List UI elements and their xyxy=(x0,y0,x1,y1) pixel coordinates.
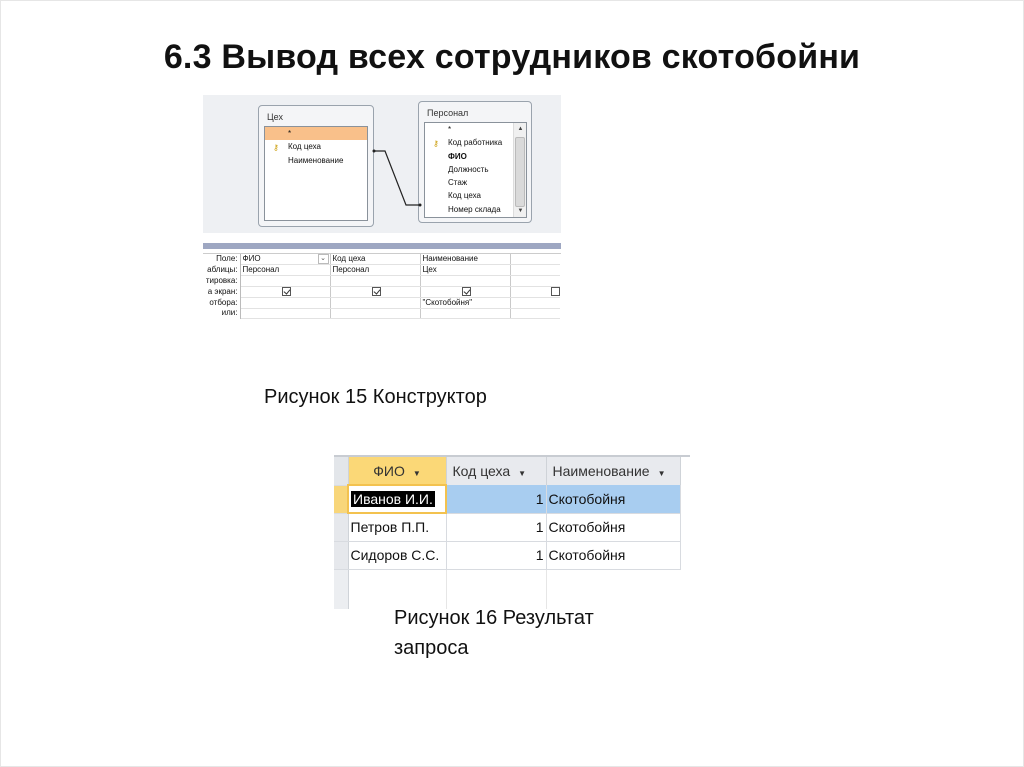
grid-cell-criteria[interactable] xyxy=(330,297,421,309)
table-row[interactable]: Сидоров С.С. 1 Скотобойня xyxy=(334,541,681,570)
grid-cell-criteria[interactable] xyxy=(240,297,331,309)
select-all-corner[interactable] xyxy=(334,457,349,486)
cell-fio[interactable]: Иванов И.И. xyxy=(347,484,447,514)
table-box-tsekh[interactable]: Цех * ⚷Код цеха Наименование xyxy=(258,105,374,227)
scroll-down-icon[interactable]: ▼ xyxy=(517,208,524,214)
grid-cell-criteria[interactable]: "Скотобойня" xyxy=(420,297,511,309)
cell-naim[interactable]: Скотобойня xyxy=(546,513,681,542)
chevron-down-icon[interactable]: ⌄ xyxy=(317,254,329,264)
grid-cell-table[interactable]: Персонал xyxy=(330,264,421,276)
new-record-row[interactable] xyxy=(334,569,680,609)
table-title: Персонал xyxy=(427,108,469,118)
chevron-down-icon[interactable]: ▼ xyxy=(657,469,666,478)
query-result-datasheet: ФИО▼ Код цеха▼ Наименование▼ Иванов И.И.… xyxy=(334,455,690,609)
row-selector[interactable] xyxy=(334,513,349,542)
table-box-personal[interactable]: Персонал * ⚷Код работника ФИО Должность … xyxy=(418,101,532,223)
field-item[interactable]: Стаж xyxy=(448,178,468,188)
relationship-line[interactable] xyxy=(203,95,561,233)
grid-cell-show xyxy=(420,286,511,298)
table-row[interactable]: Петров П.П. 1 Скотобойня xyxy=(334,513,681,542)
row-selector[interactable] xyxy=(334,569,349,609)
field-list-scrollbar[interactable]: ▲ ▼ xyxy=(513,123,526,217)
scroll-thumb[interactable] xyxy=(515,137,525,207)
caption-line: Рисунок 16 Результат xyxy=(394,607,594,629)
column-header-fio[interactable]: ФИО▼ xyxy=(348,457,447,485)
row-selector[interactable] xyxy=(334,541,349,570)
grid-cell-or[interactable] xyxy=(330,308,421,319)
table-diagram-area: Цех * ⚷Код цеха Наименование Персонал * … xyxy=(203,95,561,233)
grid-cell-field[interactable] xyxy=(510,254,560,265)
row-selector[interactable] xyxy=(334,485,349,514)
key-icon: ⚷ xyxy=(433,139,439,149)
row-label-table: аблицы: xyxy=(203,264,241,276)
grid-cell-sort[interactable] xyxy=(510,275,560,287)
row-label-criteria: отбора: xyxy=(203,297,241,308)
grid-cell-show xyxy=(240,286,331,298)
field-item[interactable]: Должность xyxy=(448,164,489,174)
caption-line: запроса xyxy=(394,637,469,659)
slide-title: 6.3 Вывод всех сотрудников скотобойни xyxy=(163,38,861,76)
row-label-sort: тировка: xyxy=(203,275,241,286)
query-grid: Поле: ФИО⌄ Код цеха Наименование аблицы:… xyxy=(203,253,561,319)
cell-kod[interactable]: 1 xyxy=(446,513,547,542)
grid-cell-sort[interactable] xyxy=(420,275,511,287)
cell-fio[interactable]: Петров П.П. xyxy=(348,513,447,542)
field-list: * ⚷Код цеха Наименование xyxy=(264,126,368,221)
grid-cell-table[interactable]: Цех xyxy=(420,264,511,276)
grid-cell-show xyxy=(510,286,560,298)
cell-naim[interactable]: Скотобойня xyxy=(546,541,681,570)
pane-splitter[interactable] xyxy=(203,243,561,249)
cell-kod[interactable]: 1 xyxy=(446,485,547,514)
row-label-show: а экран: xyxy=(203,286,241,297)
field-item[interactable]: Код цеха xyxy=(448,191,481,201)
field-item[interactable]: * xyxy=(448,125,452,134)
checkbox-icon[interactable] xyxy=(371,286,381,296)
grid-cell-field[interactable]: Наименование xyxy=(420,254,511,265)
scroll-up-icon[interactable]: ▲ xyxy=(517,126,524,132)
cell-kod[interactable]: 1 xyxy=(446,541,547,570)
grid-cell-or[interactable] xyxy=(420,308,511,319)
grid-cell-or[interactable] xyxy=(240,308,331,319)
empty-cell xyxy=(348,569,447,609)
query-designer-screenshot: Цех * ⚷Код цеха Наименование Персонал * … xyxy=(203,95,561,335)
row-label-field: Поле: xyxy=(203,254,241,265)
header-line xyxy=(334,455,690,457)
checkbox-icon[interactable] xyxy=(461,286,471,296)
field-item[interactable]: ⚷Код цеха xyxy=(265,140,367,153)
cell-naim[interactable]: Скотобойня xyxy=(546,485,681,514)
checkbox-icon[interactable] xyxy=(551,286,560,296)
field-item[interactable]: ФИО xyxy=(448,151,467,161)
empty-cell xyxy=(446,569,547,609)
grid-cell-sort[interactable] xyxy=(240,275,331,287)
field-item[interactable]: Номер склада xyxy=(448,204,501,214)
grid-cell-field[interactable]: Код цеха xyxy=(330,254,421,265)
row-label-or: или: xyxy=(203,308,241,319)
table-row[interactable]: Иванов И.И. 1 Скотобойня xyxy=(334,484,681,514)
grid-cell-show xyxy=(330,286,421,298)
chevron-down-icon[interactable]: ▼ xyxy=(412,468,421,478)
table-title: Цех xyxy=(267,112,283,122)
grid-cell-table[interactable] xyxy=(510,264,560,276)
key-icon: ⚷ xyxy=(273,143,279,153)
grid-cell-criteria[interactable] xyxy=(510,297,560,309)
grid-cell-field[interactable]: ФИО⌄ xyxy=(240,254,331,265)
field-item[interactable]: Наименование xyxy=(288,155,344,165)
figure-16-caption: Рисунок 16 Результат запроса xyxy=(394,603,654,663)
field-item[interactable]: ⚷Код работника xyxy=(425,136,526,149)
cell-fio[interactable]: Сидоров С.С. xyxy=(348,541,447,570)
field-item[interactable]: * xyxy=(265,127,367,141)
column-header-kod[interactable]: Код цеха▼ xyxy=(446,457,547,485)
chevron-down-icon[interactable]: ▼ xyxy=(518,469,527,478)
grid-cell-or[interactable] xyxy=(510,308,560,319)
field-list: * ⚷Код работника ФИО Должность Стаж Код … xyxy=(424,122,527,218)
grid-cell-sort[interactable] xyxy=(330,275,421,287)
checkbox-icon[interactable] xyxy=(281,286,291,296)
grid-cell-table[interactable]: Персонал xyxy=(240,264,331,276)
column-header-naim[interactable]: Наименование▼ xyxy=(546,457,681,485)
figure-15-caption: Рисунок 15 Конструктор xyxy=(264,386,487,408)
